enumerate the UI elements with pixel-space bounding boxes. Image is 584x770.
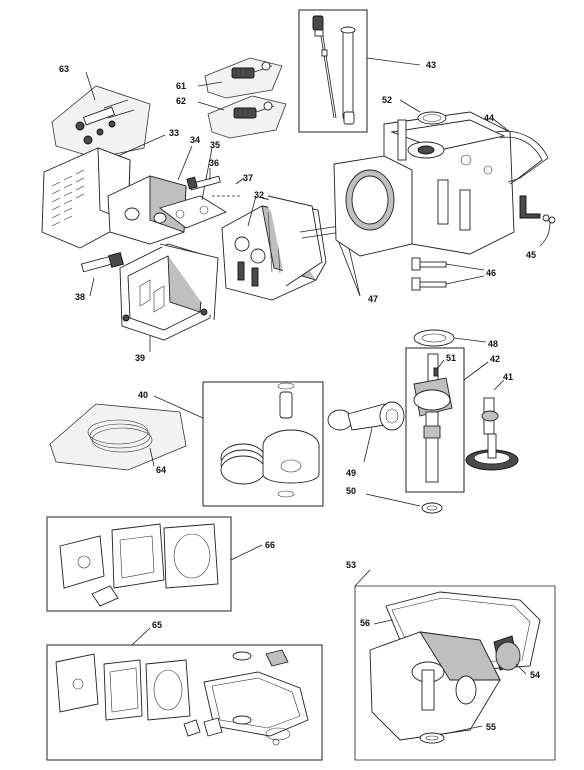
part-51-key: [433, 359, 445, 377]
part-41-camshaft: [465, 379, 519, 471]
part-66-gasket-kit: [46, 516, 263, 612]
callout-64: 64: [156, 465, 166, 475]
part-64-piston-rings-bag: [49, 403, 187, 471]
callout-33: 33: [169, 128, 179, 138]
callout-42: 42: [490, 354, 500, 364]
part-62-valve-spring-bag: [197, 95, 287, 139]
part-43-dipstick-tube: [298, 9, 421, 133]
part-54-governor-gear: [495, 641, 527, 675]
callout-56: 56: [360, 618, 370, 628]
callout-51: 51: [446, 353, 456, 363]
callout-44: 44: [484, 113, 494, 123]
callout-55: 55: [486, 722, 496, 732]
callout-65: 65: [152, 620, 162, 630]
part-52-oil-seal: [399, 99, 447, 125]
callout-32: 32: [254, 190, 264, 200]
callout-53: 53: [346, 560, 356, 570]
part-46-bolts: [411, 257, 485, 291]
part-42-crankshaft: [405, 347, 489, 493]
callout-66: 66: [265, 540, 275, 550]
callout-47: 47: [368, 294, 378, 304]
part-56-crankcase-gasket: [373, 619, 393, 625]
part-44-breather-hose: [491, 117, 549, 185]
callout-62: 62: [176, 96, 186, 106]
part-49-connecting-rod: [327, 401, 405, 463]
callout-54: 54: [530, 670, 540, 680]
callout-35: 35: [210, 140, 220, 150]
callout-34: 34: [190, 135, 200, 145]
part-33-muffler-guard: [41, 134, 166, 249]
callout-49: 49: [346, 468, 356, 478]
part-35-muffler-gasket: [159, 147, 227, 229]
part-45-governor-lever: [519, 195, 556, 247]
part-38-spark-plug: [80, 252, 124, 297]
part-40-piston-set: [153, 381, 324, 507]
callout-52: 52: [382, 95, 392, 105]
part-55-oil-seal: [419, 725, 483, 744]
callout-48: 48: [488, 339, 498, 349]
callout-50: 50: [346, 486, 356, 496]
callout-43: 43: [426, 60, 436, 70]
callout-37: 37: [243, 173, 253, 183]
part-61-valve-spring-bag: [197, 57, 283, 99]
part-63-valve-kit-bag: [51, 71, 151, 159]
part-53-crankcase-cover: [354, 569, 556, 761]
callout-61: 61: [176, 81, 186, 91]
callout-40: 40: [138, 390, 148, 400]
part-37-stud: [212, 177, 245, 197]
callout-45: 45: [526, 250, 536, 260]
callout-39: 39: [135, 353, 145, 363]
callout-36: 36: [209, 158, 219, 168]
callout-labels: 63 61 62 43 52 44 33 34 35 36 37 32 45 4…: [59, 60, 540, 732]
crankcase-block: [333, 111, 515, 257]
callout-46: 46: [486, 268, 496, 278]
part-50-washer: [365, 493, 443, 514]
callout-38: 38: [75, 292, 85, 302]
part-39-valve-cover: [119, 243, 219, 352]
part-48-bearing: [413, 329, 487, 347]
part-65-gasket-set: [46, 627, 323, 761]
callout-63: 63: [59, 64, 69, 74]
callout-41: 41: [503, 372, 513, 382]
part-36-bolt: [186, 168, 221, 191]
